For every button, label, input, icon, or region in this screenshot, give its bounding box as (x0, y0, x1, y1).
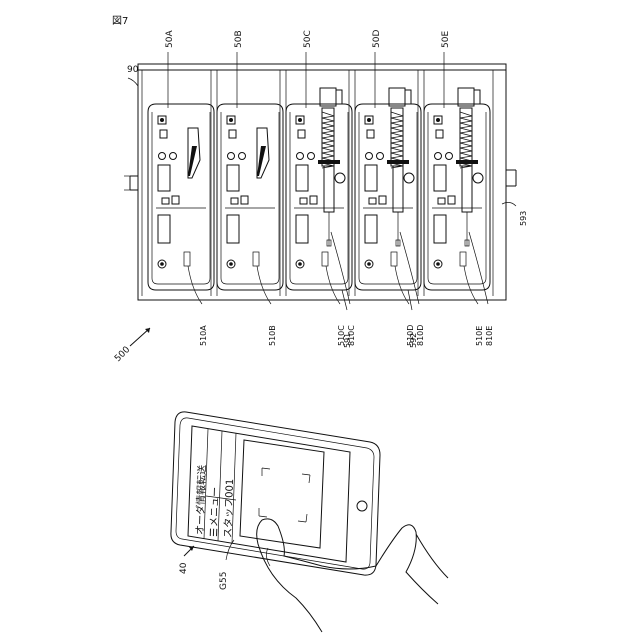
button-icon (231, 198, 238, 204)
pump-housing (217, 104, 283, 290)
button-icon (300, 198, 307, 204)
device-label: 510B (268, 325, 277, 346)
connector-port (322, 252, 328, 266)
syringe-body (324, 166, 334, 212)
pump-id-label: 50C (303, 30, 313, 48)
pump-50e: 50E 510E810E (418, 31, 494, 346)
indicator-icon (170, 153, 177, 160)
pump-id-label: 50E (441, 31, 451, 48)
spring (460, 112, 472, 168)
syringe-body (393, 166, 403, 212)
display-panel (158, 165, 170, 191)
camera-viewfinder (240, 440, 324, 548)
device-label: 510A (199, 325, 208, 346)
screen-header: オーダ情報転送 (193, 465, 208, 535)
label-592: 592 (409, 333, 418, 348)
spring (391, 112, 403, 168)
indicator-icon (446, 153, 453, 160)
lock-button-icon (367, 130, 374, 138)
secondary-display (227, 215, 239, 243)
button-icon (369, 198, 376, 204)
slider-bar (456, 160, 478, 164)
lock-button-icon (160, 130, 167, 138)
secondary-display (434, 215, 446, 243)
figure-label: 図7 (112, 15, 128, 27)
staff-label: スタッフ001 (222, 479, 236, 538)
button-icon (438, 198, 445, 204)
knob-icon (335, 173, 345, 183)
lock-button-icon (298, 130, 305, 138)
syringe-label: 810E (485, 326, 494, 346)
pump-housing (424, 104, 490, 290)
indicator-icon (308, 153, 315, 160)
pump-housing (286, 104, 352, 290)
tablet-label: 40 (179, 562, 189, 574)
display-panel (434, 165, 446, 191)
indicator-icon (377, 153, 384, 160)
pump-id-label: 50D (372, 30, 382, 48)
pump-id-label: 50A (165, 30, 175, 48)
display-panel (365, 165, 377, 191)
indicator-icon (435, 153, 442, 160)
indicator-icon (297, 153, 304, 160)
slider-bar (387, 160, 409, 164)
secondary-display (158, 215, 170, 243)
pump-50c: 50C510C810C (280, 30, 356, 346)
hand (257, 519, 448, 632)
slider-bar (318, 160, 340, 164)
rack-label: 90 (127, 65, 139, 75)
pump-50b: 50B 510B (211, 30, 286, 346)
button-icon (241, 196, 248, 204)
spring (322, 112, 334, 168)
button-icon (379, 196, 386, 204)
plunger-head (389, 88, 405, 106)
label-593: 593 (519, 211, 528, 226)
system-label: 500 (113, 345, 132, 364)
display-panel (227, 165, 239, 191)
display-panel (296, 165, 308, 191)
label-591: 591 (343, 333, 352, 348)
menu-label[interactable]: メニュー (209, 487, 221, 527)
knob-icon (473, 173, 483, 183)
connector-port (391, 252, 397, 266)
lock-button-icon (229, 130, 236, 138)
pump-50a: 50A 510A (142, 30, 217, 346)
secondary-display (296, 215, 308, 243)
secondary-display (365, 215, 377, 243)
button-icon (310, 196, 317, 204)
pump-id-label: 50B (234, 30, 244, 48)
pump-50d: 50D510D810D (349, 30, 425, 346)
lock-button-icon (436, 130, 443, 138)
tablet-scene: オーダ情報転送 ☰ メニュー スタッフ001 40 G55 (171, 412, 448, 632)
screen-label: G55 (219, 572, 229, 590)
pump-housing (355, 104, 421, 290)
home-button-icon[interactable] (357, 501, 367, 511)
indicator-icon (366, 153, 373, 160)
pump-modules: 50A510A50B510B50C510C810C50D510D810D50E5… (142, 30, 494, 346)
button-icon (162, 198, 169, 204)
plunger-head (320, 88, 336, 106)
plunger-head (458, 88, 474, 106)
pump-housing (148, 104, 214, 290)
button-icon (448, 196, 455, 204)
knob-icon (404, 173, 414, 183)
indicator-icon (159, 153, 166, 160)
syringe-body (462, 166, 472, 212)
connector-port (184, 252, 190, 266)
connector-port (460, 252, 466, 266)
button-icon (172, 196, 179, 204)
indicator-icon (239, 153, 246, 160)
device-label: 510E (475, 326, 484, 346)
indicator-icon (228, 153, 235, 160)
menu-icon[interactable]: ☰ (209, 528, 220, 537)
connector-port (253, 252, 259, 266)
